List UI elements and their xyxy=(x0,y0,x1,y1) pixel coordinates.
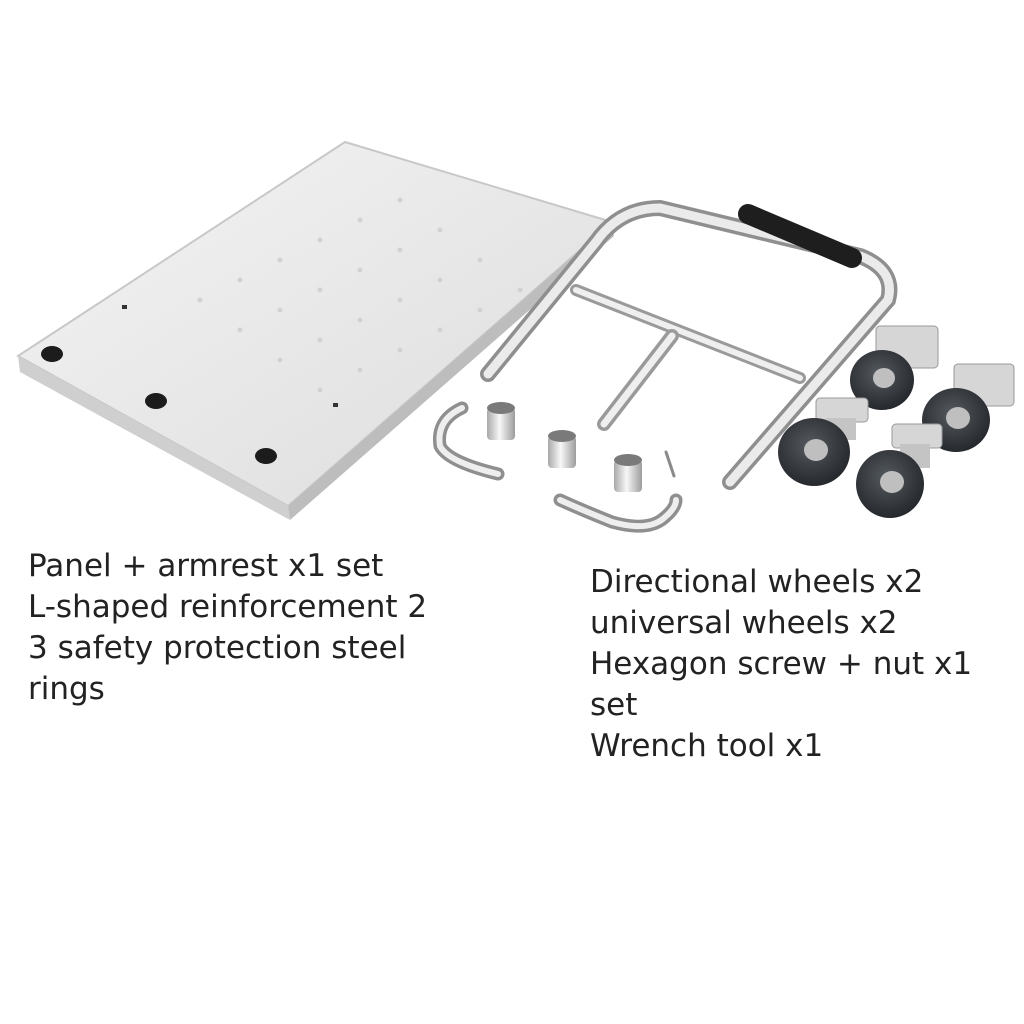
universal-wheel xyxy=(856,423,943,518)
caption-line: Panel + armrest x1 set xyxy=(28,548,384,584)
caption-line: Hexagon screw + nut x1 xyxy=(590,646,973,682)
caption-line: Directional wheels x2 xyxy=(590,564,924,600)
directional-wheel xyxy=(850,325,939,410)
l-shaped-reinforcement xyxy=(432,401,683,533)
caption-line: universal wheels x2 xyxy=(590,605,898,641)
right-caption: Directional wheels x2 universal wheels x… xyxy=(590,562,972,767)
handle-grip xyxy=(738,204,862,268)
product-parts-photo xyxy=(16,140,1015,533)
caption-line: rings xyxy=(28,671,105,707)
caption-line: L-shaped reinforcement 2 xyxy=(28,589,428,625)
wrench-tool xyxy=(664,450,676,478)
safety-steel-rings xyxy=(487,402,642,492)
left-caption: Panel + armrest x1 set L-shaped reinforc… xyxy=(28,546,427,710)
caption-line: Wrench tool x1 xyxy=(590,728,824,764)
platform-panel xyxy=(16,140,615,520)
caption-line: set xyxy=(590,687,638,723)
caption-line: 3 safety protection steel xyxy=(28,630,407,666)
handle-frame xyxy=(480,199,898,490)
universal-wheel xyxy=(778,397,869,486)
